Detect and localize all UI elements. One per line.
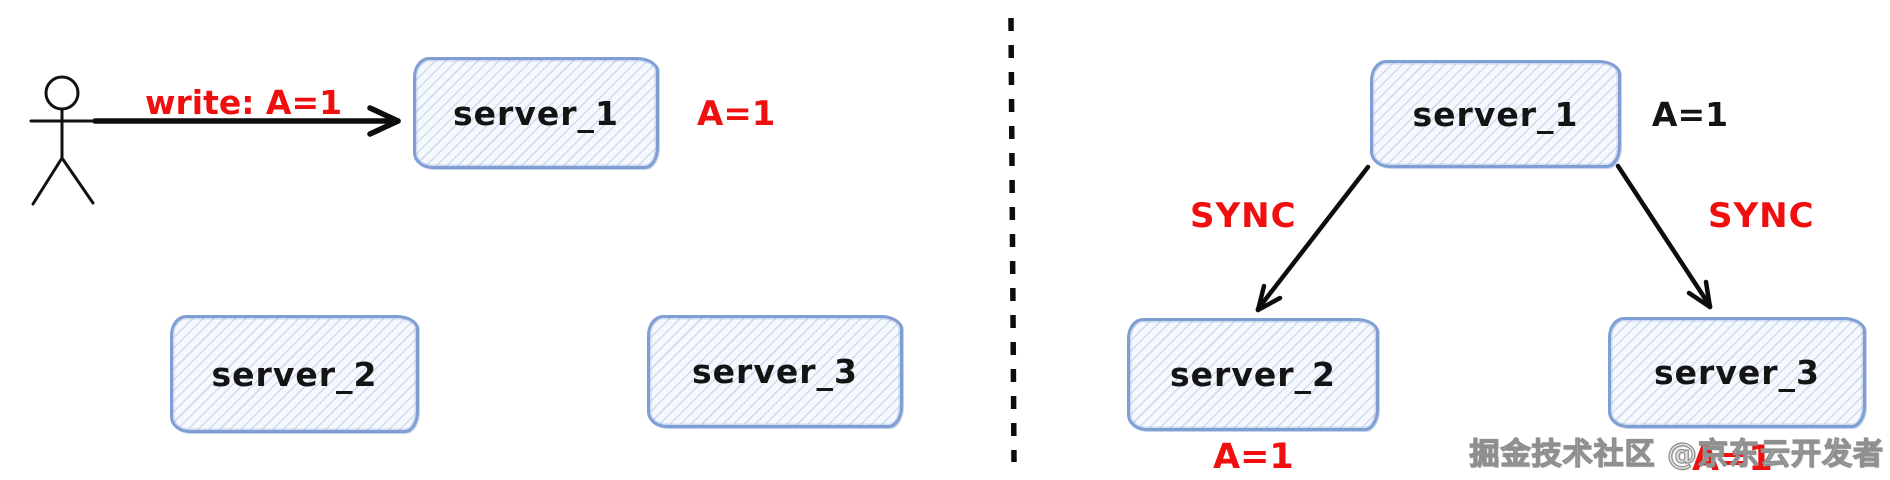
right-server-3-box: server_3 <box>1608 317 1866 428</box>
right-server-3-value: A=1 <box>1692 439 1773 479</box>
left-server-3-label: server_3 <box>692 352 858 391</box>
right-server-2-value: A=1 <box>1213 437 1294 477</box>
sync-arrow-right-icon <box>1615 163 1713 310</box>
right-server-2-label: server_2 <box>1170 355 1336 394</box>
person-icon <box>29 75 95 206</box>
write-arrow-icon <box>92 105 401 137</box>
left-server-2-box: server_2 <box>170 315 419 433</box>
watermark: 掘金技术社区 @京东云开发者 <box>1469 436 1884 472</box>
sync-arrow-left-icon <box>1255 164 1371 313</box>
right-server-1-label: server_1 <box>1412 94 1579 134</box>
left-server-3-box: server_3 <box>647 315 903 428</box>
left-server-1-value: A=1 <box>697 94 776 134</box>
left-server-1-label: server_1 <box>453 93 619 133</box>
sync-right-label: SYNC <box>1708 196 1815 236</box>
left-server-2-label: server_2 <box>211 354 378 394</box>
write-arrow-label: write: A=1 <box>145 83 343 122</box>
left-server-1-box: server_1 <box>413 57 659 169</box>
sync-left-label: SYNC <box>1190 196 1297 236</box>
panel-divider <box>1008 17 1017 463</box>
right-server-1-value: A=1 <box>1651 95 1729 134</box>
right-server-2-box: server_2 <box>1127 318 1379 431</box>
right-server-3-label: server_3 <box>1654 353 1820 392</box>
right-server-1-box: server_1 <box>1370 60 1621 168</box>
